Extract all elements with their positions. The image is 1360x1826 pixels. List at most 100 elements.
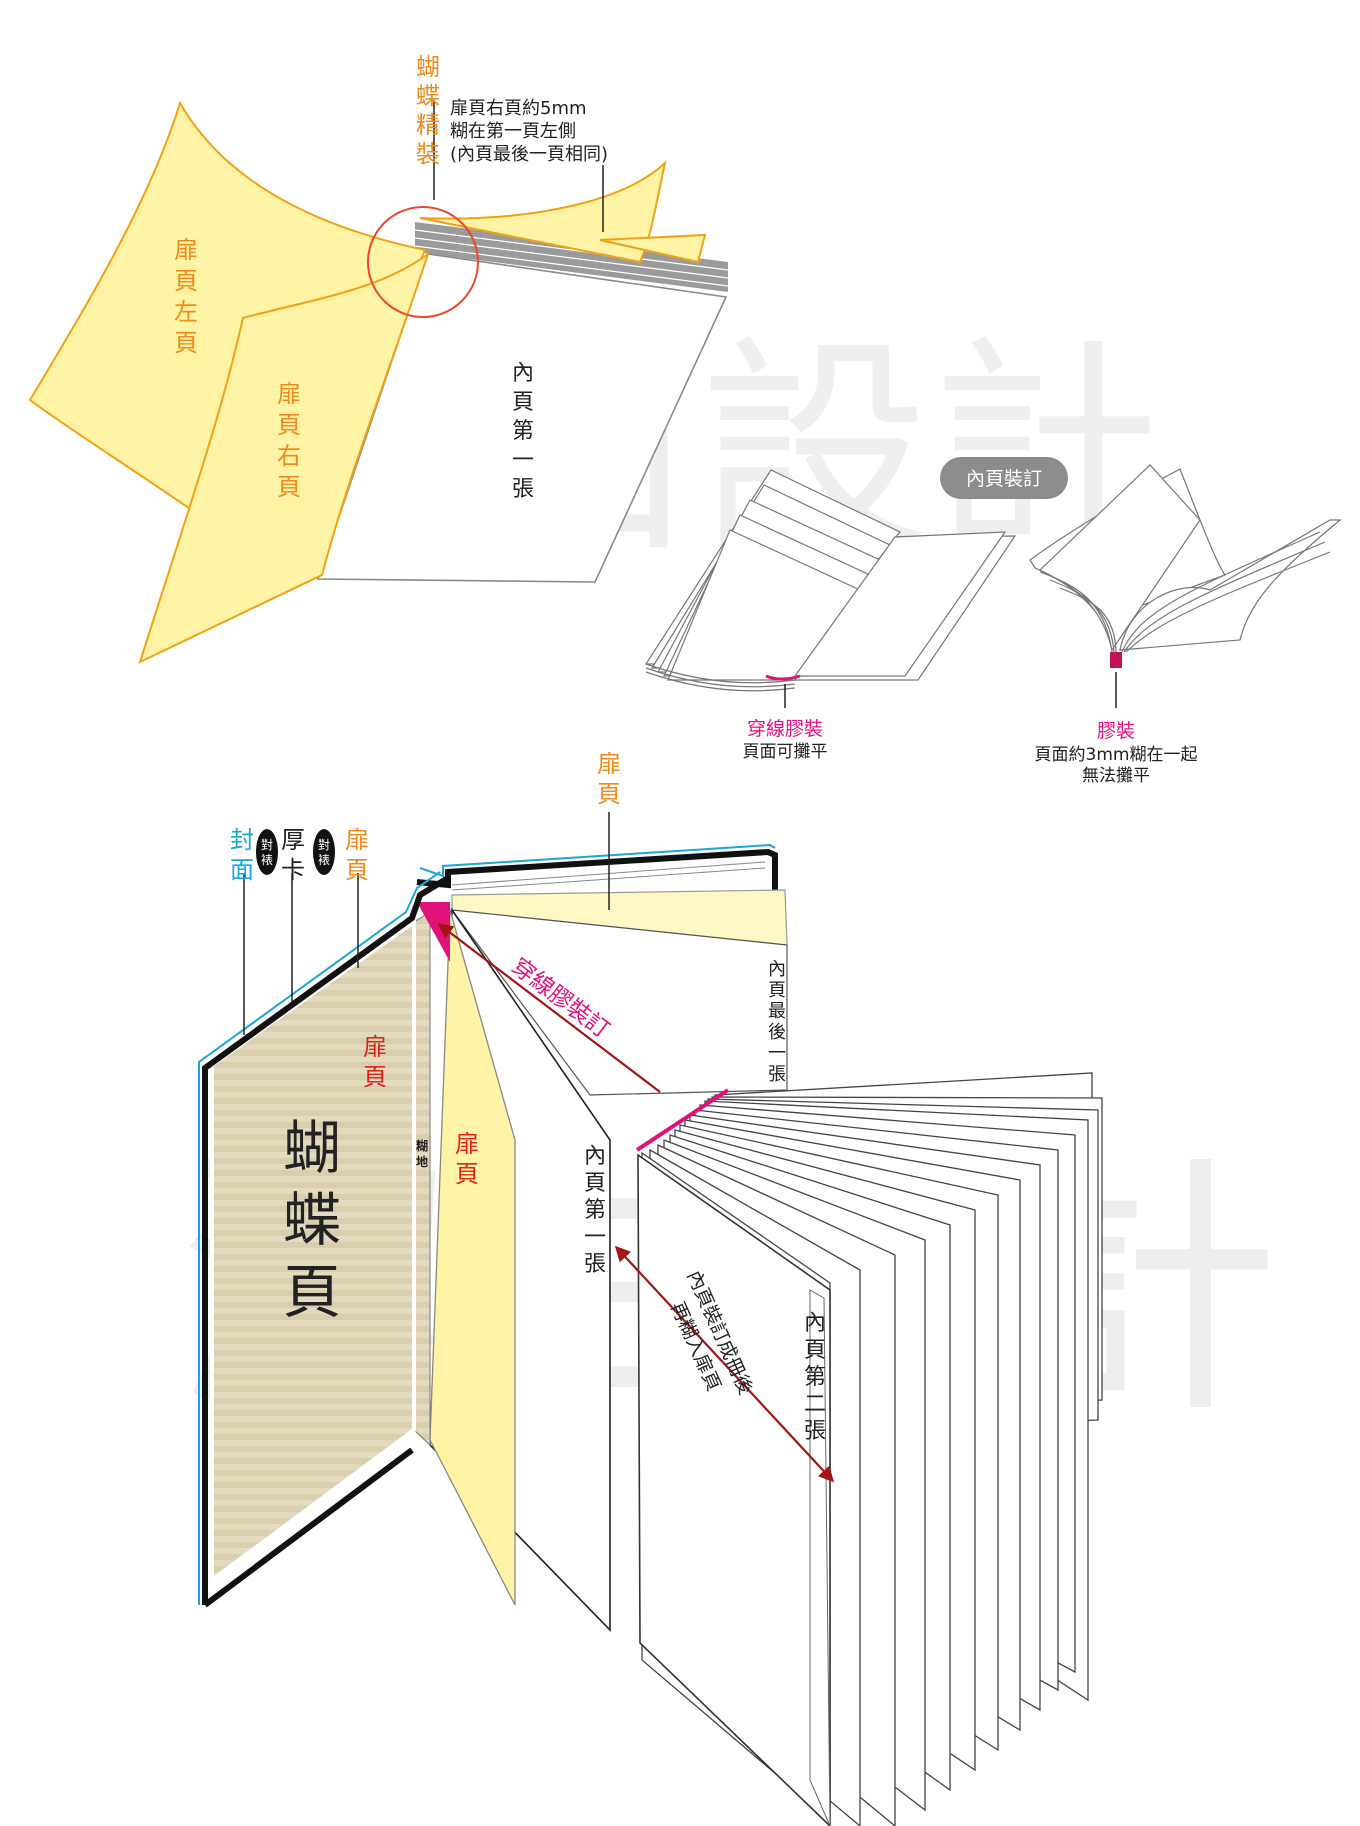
svg-text:內: 內: [804, 1311, 826, 1336]
cover-board-edge: [202, 875, 450, 1605]
endpaper-flap-label: 扉頁: [455, 1130, 479, 1188]
back-cover-cyan-edge: [419, 843, 776, 878]
top-title-char-1: 蝴: [416, 53, 440, 81]
sewn-binding-book-icon: [644, 469, 1017, 692]
sewn-binding-title: 穿線膠裝: [747, 718, 823, 740]
sewn-binding-arc: [635, 1088, 730, 1152]
svg-text:扉: 扉: [455, 1130, 479, 1158]
svg-text:第: 第: [512, 419, 534, 444]
svg-text:卡: 卡: [281, 856, 305, 884]
layer-label-board: 厚卡: [281, 826, 305, 884]
svg-text:頁: 頁: [512, 390, 534, 415]
svg-text:封: 封: [230, 826, 254, 854]
glue-strip: [413, 911, 431, 1447]
mount-badge-2: [313, 829, 335, 875]
layer-label-cover: 封面: [230, 826, 254, 884]
glued-binding-desc-2: 無法攤平: [1082, 766, 1150, 786]
svg-text:二: 二: [804, 1392, 826, 1417]
top-title: 蝴 蝶 精 裝: [416, 53, 440, 168]
svg-text:一: 一: [584, 1225, 606, 1250]
svg-text:扉: 扉: [363, 1033, 387, 1061]
svg-text:最: 最: [768, 1001, 786, 1022]
butterfly-page-label: 蝴蝶頁: [283, 1114, 341, 1326]
mount-badge-1-char-1: 對: [261, 838, 273, 852]
cover-cyan-edge: [198, 871, 441, 1605]
right-endpaper-label: 扉頁右頁: [277, 380, 301, 501]
binding-pill-label: 內頁裝訂: [966, 468, 1042, 490]
svg-text:厚: 厚: [281, 826, 305, 854]
sewn-spine-mark: [765, 674, 801, 681]
svg-text:扉: 扉: [345, 826, 369, 854]
svg-text:頁: 頁: [283, 1258, 341, 1326]
top-title-char-2: 蝶: [416, 82, 440, 110]
svg-text:內: 內: [512, 361, 534, 386]
svg-text:內: 內: [584, 1144, 606, 1169]
top-diagram: 蝴 蝶 精 裝 扉頁右頁約5mm 糊在第一頁左側 (內頁最後一頁相同) 扉頁左頁…: [28, 53, 729, 664]
bottom-diagram: 封面 對 裱 厚卡 對 裱 扉頁 扉頁 扉頁 蝴蝶頁 糊地 扉頁 內: [198, 750, 1103, 1826]
sewn-binding-desc: 頁面可攤平: [743, 742, 828, 762]
svg-text:第: 第: [804, 1365, 826, 1390]
svg-text:頁: 頁: [277, 473, 301, 501]
svg-text:蝶: 蝶: [283, 1186, 341, 1254]
svg-text:頁: 頁: [345, 856, 369, 884]
svg-text:糊: 糊: [416, 1138, 428, 1153]
last-inner-sheet: [450, 909, 788, 1096]
mount-badge-1-char-2: 裱: [261, 852, 273, 867]
cover-board-bottom-edge: [203, 1447, 414, 1608]
svg-text:扉: 扉: [277, 380, 301, 408]
svg-text:右: 右: [277, 442, 301, 470]
insert-note-arrow: [614, 1245, 835, 1483]
svg-text:第: 第: [584, 1198, 606, 1223]
layer-label-endpaper: 扉頁: [345, 826, 369, 884]
svg-text:頁: 頁: [455, 1160, 479, 1188]
first-inner-sheet: [316, 253, 728, 583]
mount-badge-2-char-1: 對: [318, 838, 330, 852]
top-title-char-3: 精: [416, 111, 440, 139]
glued-binding-desc-1: 頁面約3mm糊在一起: [1035, 745, 1198, 765]
svg-text:頁: 頁: [174, 267, 198, 295]
svg-text:張: 張: [804, 1419, 826, 1444]
svg-text:頁: 頁: [174, 329, 198, 357]
svg-text:扉: 扉: [174, 236, 198, 264]
svg-text:面: 面: [230, 856, 254, 884]
top-endpaper-label: 扉頁: [597, 750, 621, 808]
binding-types: 內頁裝訂 穿線膠裝 頁面可攤平: [644, 457, 1342, 786]
endpaper-on-board-label: 扉頁: [363, 1033, 387, 1091]
top-note-line-2: 糊在第一頁左側: [450, 121, 576, 142]
svg-text:後: 後: [768, 1022, 786, 1043]
endpaper-back-tip: [599, 233, 707, 264]
svg-text:頁: 頁: [768, 980, 786, 1001]
svg-text:地: 地: [416, 1154, 428, 1169]
glued-binding-book-icon: [1029, 464, 1342, 652]
svg-text:扉: 扉: [597, 750, 621, 778]
glued-book-pages: [1039, 531, 1331, 653]
top-title-char-4: 裝: [416, 140, 440, 168]
svg-text:蝴: 蝴: [283, 1114, 341, 1182]
svg-text:張: 張: [512, 477, 534, 502]
svg-text:頁: 頁: [277, 411, 301, 439]
top-note-line-1: 扉頁右頁約5mm: [450, 98, 587, 119]
board-white-border: [210, 918, 416, 1584]
glue-area-highlight-circle: [367, 206, 479, 318]
binding-pill: [940, 457, 1068, 499]
butterfly-page-board: [212, 922, 414, 1580]
svg-text:張: 張: [584, 1252, 606, 1277]
mount-badge-1: [256, 829, 278, 875]
svg-text:頁: 頁: [804, 1338, 826, 1363]
svg-text:左: 左: [174, 298, 198, 326]
svg-text:一: 一: [768, 1043, 786, 1064]
endpaper-flap: [429, 909, 516, 1606]
svg-text:頁: 頁: [363, 1063, 387, 1091]
svg-text:一: 一: [512, 448, 534, 473]
glued-binding-title: 膠裝: [1097, 720, 1135, 742]
endpaper-right-page: [138, 251, 430, 664]
glue-strip-label: 糊地: [416, 1138, 428, 1169]
glued-spine-mark: [1110, 652, 1122, 668]
svg-text:張: 張: [768, 1064, 786, 1085]
